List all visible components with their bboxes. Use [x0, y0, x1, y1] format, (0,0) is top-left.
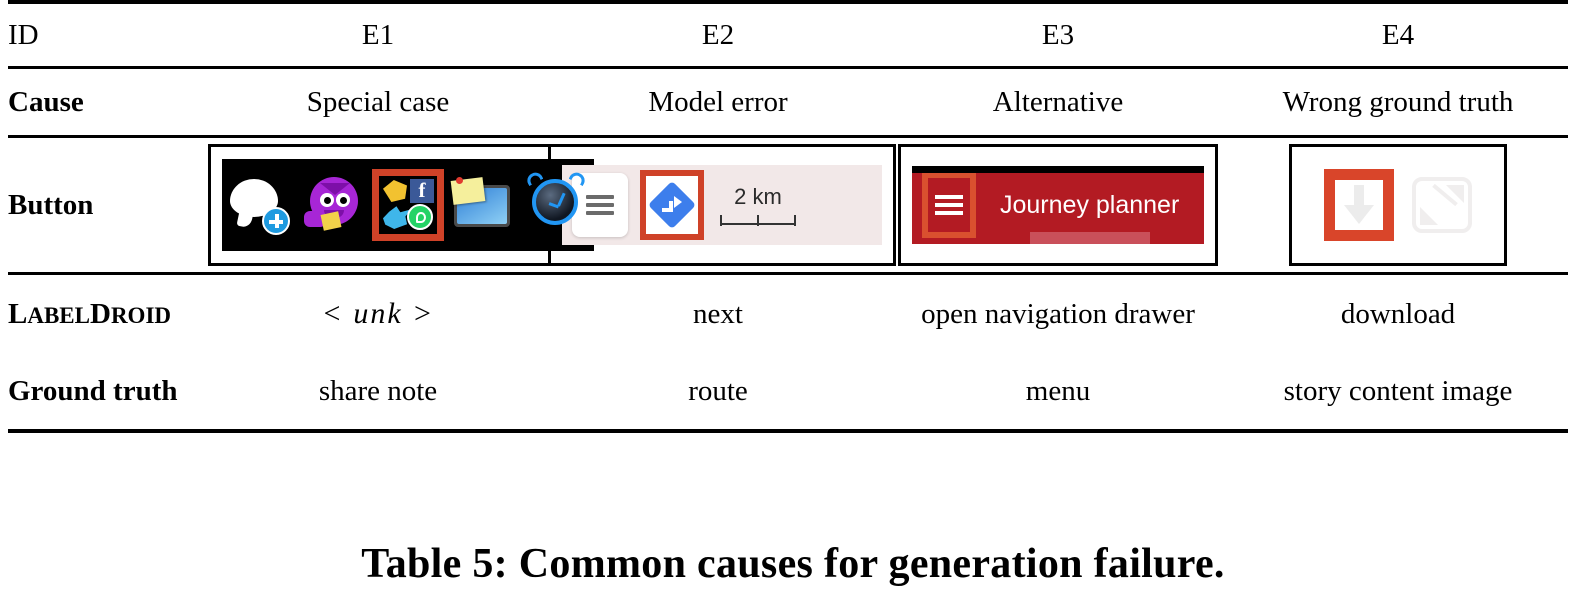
purple-monster-icon[interactable] [302, 173, 366, 237]
cell-cause-e3: Alternative [992, 85, 1124, 118]
row-label-ground-truth: Ground truth [8, 374, 178, 407]
cell-gt-e3: menu [1025, 374, 1091, 407]
alarm-clock-icon[interactable] [524, 169, 588, 237]
cell-cause-e1: Special case [306, 85, 450, 118]
cell-gt-e2: route [688, 374, 748, 407]
cell-button-e2: 2 km [548, 137, 896, 273]
route-diamond-icon[interactable] [640, 170, 704, 240]
results-table: ID E1 E2 E3 E4 Cause Special case Model … [8, 0, 1568, 433]
row-label-labeldroid: LABELDROID [8, 274, 208, 354]
scale-label: 2 km [734, 184, 782, 209]
row-label-id: ID [8, 18, 39, 51]
row-button: Button [8, 137, 1568, 273]
hamburger-menu-icon[interactable] [572, 173, 628, 237]
cell-id-e4: E4 [1381, 18, 1415, 51]
cell-id-e2: E2 [701, 18, 735, 51]
cell-id-e1: E1 [361, 18, 395, 51]
bottom-rule [8, 427, 1568, 433]
cell-gt-e1: share note [318, 374, 438, 407]
row-id: ID E1 E2 E3 E4 [8, 2, 1568, 66]
app-bar-title: Journey planner [1000, 190, 1180, 219]
app-bar-tab-indicator [1030, 232, 1150, 244]
cell-button-e3: Journey planner [888, 137, 1228, 273]
screenshot-e4 [1289, 144, 1507, 266]
screenshot-e3: Journey planner [898, 144, 1218, 266]
labeldroid-roid: ROID [110, 302, 171, 328]
cell-cause-e2: Model error [648, 85, 788, 118]
map-scale-bar: 2 km [720, 184, 796, 226]
row-labeldroid: LABELDROID < unk > next open navigation … [8, 274, 1568, 354]
expand-fullscreen-icon[interactable] [1412, 177, 1472, 233]
cell-id-e3: E3 [1041, 18, 1075, 51]
cell-button-e1: f [208, 137, 608, 273]
screenshot-e1: f [208, 144, 608, 266]
row-label-button: Button [8, 188, 94, 221]
hamburger-menu-icon[interactable] [922, 172, 976, 238]
cell-labeldroid-e2: next [693, 297, 743, 330]
map-control-strip: 2 km [562, 165, 882, 245]
cell-gt-e4: story content image [1283, 374, 1513, 407]
cell-labeldroid-e4: download [1340, 297, 1456, 330]
chat-bubble-add-icon[interactable] [228, 173, 292, 237]
social-share-collage-icon[interactable]: f [372, 169, 444, 241]
cell-labeldroid-e3: open navigation drawer [921, 297, 1195, 330]
cell-button-e4 [1228, 137, 1568, 273]
row-ground-truth: Ground truth share note route menu story… [8, 353, 1568, 429]
labeldroid-L: L [8, 297, 28, 330]
journey-planner-app-bar: Journey planner [912, 166, 1204, 244]
facebook-f-glyph: f [410, 179, 434, 203]
mid-rule-1 [8, 65, 1568, 69]
android-launcher-bar: f [222, 159, 594, 251]
sticky-note-monitor-icon[interactable] [450, 173, 514, 237]
row-cause: Cause Special case Model error Alternati… [8, 68, 1568, 136]
cell-labeldroid-e1: < unk > [321, 297, 435, 330]
cell-cause-e4: Wrong ground truth [1282, 85, 1514, 118]
labeldroid-D: D [89, 297, 111, 330]
row-label-cause: Cause [8, 85, 84, 118]
highlight-box-e1 [372, 169, 444, 241]
download-arrow-icon[interactable] [1324, 169, 1394, 241]
media-control-strip [1324, 169, 1472, 241]
table-caption: Table 5: Common causes for generation fa… [361, 541, 1225, 587]
mid-rule-3 [8, 271, 1568, 275]
mid-rule-2 [8, 134, 1568, 138]
labeldroid-abel: ABEL [27, 302, 90, 328]
screenshot-e2: 2 km [548, 144, 896, 266]
